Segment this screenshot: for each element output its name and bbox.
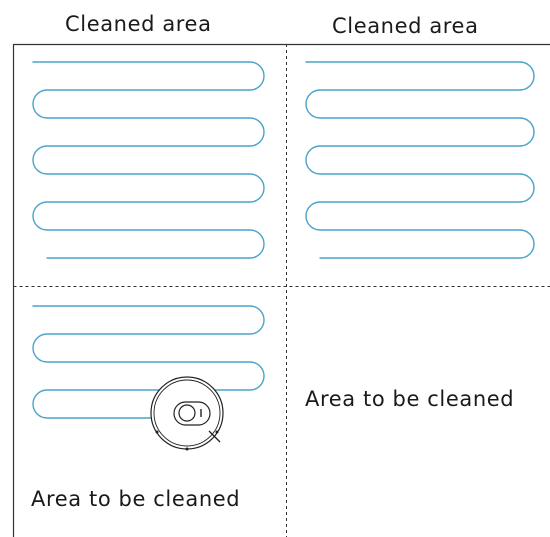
- cleaned-path-top-left: [33, 62, 264, 258]
- robot-edge-dot-right: [216, 431, 219, 434]
- cleaning-path-in-progress: [33, 306, 264, 418]
- robot-edge-dot-bottom: [186, 448, 189, 451]
- robot-sensor: [179, 405, 195, 421]
- robot-edge-dot-left: [156, 431, 159, 434]
- zone-bottom-right-label: Area to be cleaned: [305, 387, 514, 411]
- zone-bottom-left-label: Area to be cleaned: [31, 487, 240, 511]
- cleaned-path-top-right: [306, 62, 534, 258]
- robot-vacuum-icon: [151, 377, 223, 451]
